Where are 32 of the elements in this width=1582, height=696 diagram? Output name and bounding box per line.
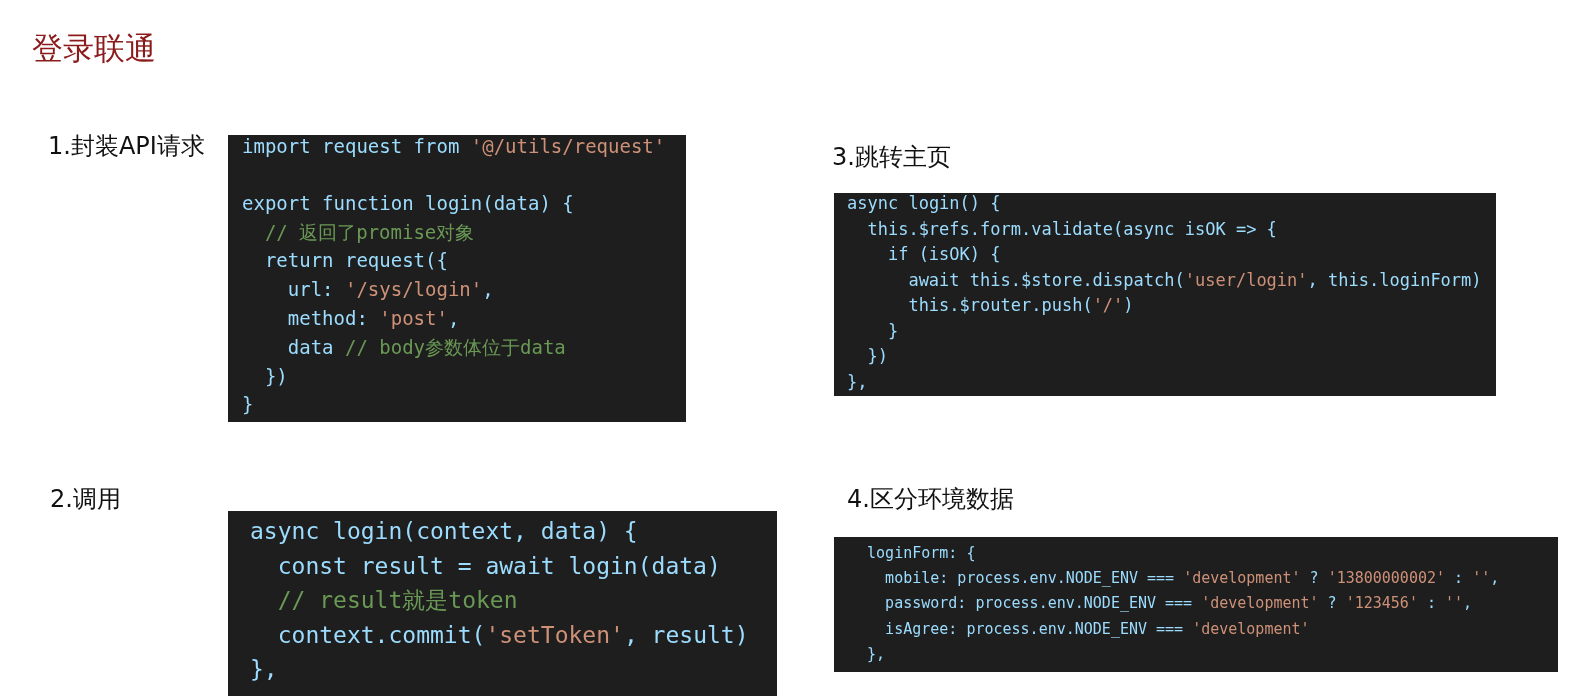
code-line: export function login(data) {	[242, 190, 574, 216]
section-heading: 3.跳转主页	[832, 143, 951, 172]
code-line: }	[887, 319, 899, 343]
code-line: await this.$store.dispatch('user/login', this.loginForm)	[908, 268, 1482, 292]
code-line: return request({	[264, 248, 448, 274]
code-line: })	[264, 363, 288, 389]
code-line: },	[847, 370, 868, 394]
code-line: }	[242, 392, 254, 418]
code-line: method: 'post',	[287, 306, 460, 331]
code-line: async login(context, data) {	[250, 517, 638, 546]
code-line: url: '/sys/login',	[287, 277, 494, 303]
code-line: isAgree: process.env.NODE_ENV === 'development'	[885, 618, 1310, 640]
code-line: password: process.env.NODE_ENV === 'development' ? '123456' : '',	[885, 593, 1473, 615]
code-line: loginForm: {	[867, 543, 976, 564]
code-line: data // body参数体位于data	[287, 334, 566, 360]
code-line: if (isOK) {	[887, 243, 1001, 266]
section-heading: 2.调用	[50, 485, 121, 514]
code-line: import request from '@/utils/request'	[242, 134, 666, 159]
code-line: },	[250, 655, 278, 684]
section-heading: 4.区分环境数据	[847, 485, 1014, 514]
code-line: this.$refs.form.validate(async isOK => {	[867, 217, 1277, 241]
code-line: },	[867, 643, 886, 665]
code-line: // result就是token	[277, 586, 518, 615]
page-title: 登录联通	[32, 30, 156, 68]
code-line: context.commit('setToken', result)	[277, 620, 749, 650]
code-line: const result = await login(data)	[277, 551, 721, 581]
code-line: mobile: process.env.NODE_ENV === 'development' ? '13800000002' : '',	[885, 568, 1500, 590]
code-line: async login() {	[847, 192, 1001, 215]
code-line: })	[867, 345, 888, 368]
code-line: // 返回了promise对象	[264, 219, 475, 245]
code-line: this.$router.push('/')	[908, 294, 1134, 317]
section-heading: 1.封装API请求	[48, 132, 205, 161]
